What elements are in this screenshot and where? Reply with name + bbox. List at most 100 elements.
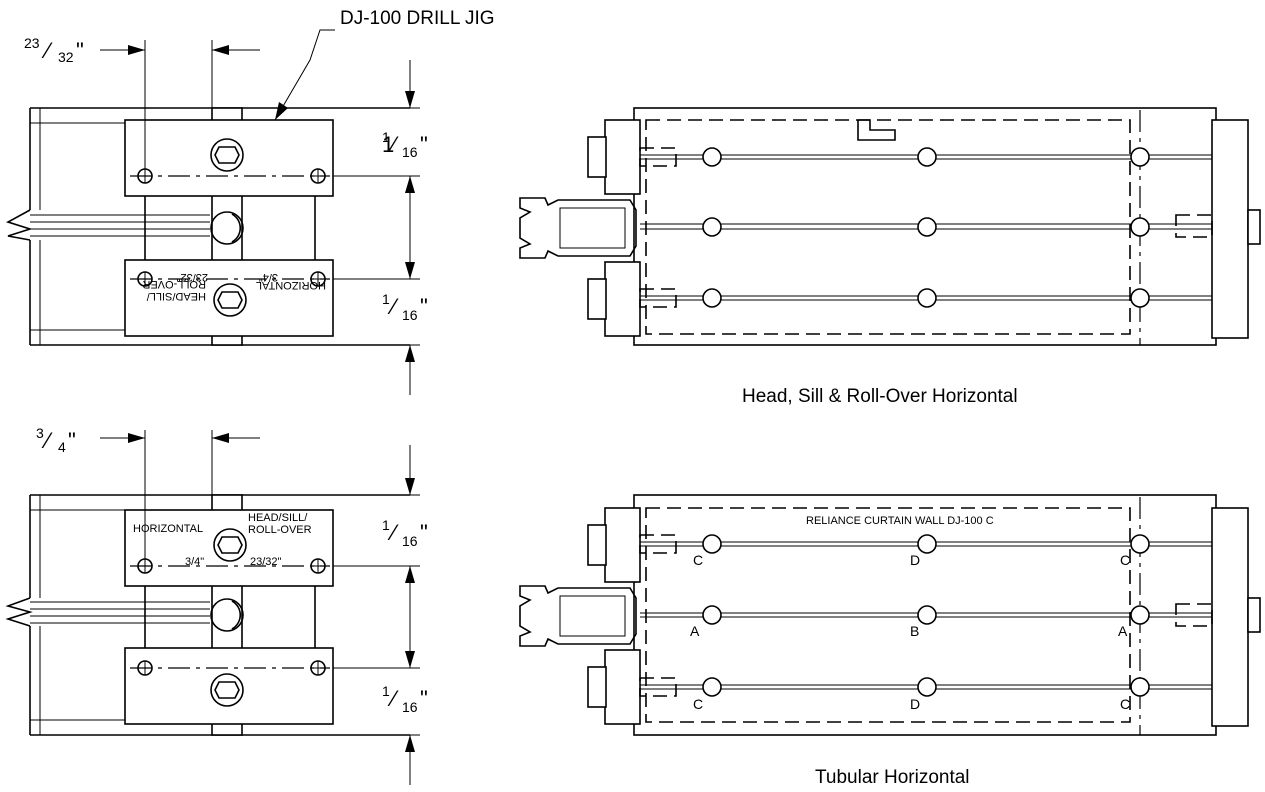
drill-hole-icon xyxy=(917,217,937,237)
drill-hole-icon xyxy=(917,605,937,625)
top-right-plan-view: Head, Sill & Roll-Over Horizontal xyxy=(519,107,1261,407)
dim-bottom-offset: 3 ⁄ 4 " xyxy=(36,425,76,455)
jig-plate-upper xyxy=(124,509,334,587)
arrow-down-icon xyxy=(405,262,415,279)
drill-hole-icon xyxy=(917,288,937,308)
bolt-side-arc xyxy=(231,213,241,243)
anchor-block-top xyxy=(604,119,641,195)
drill-hole-icon xyxy=(917,677,937,697)
arrow-down-icon xyxy=(405,91,415,108)
stamp-reliance: RELIANCE CURTAIN WALL DJ-100 C xyxy=(806,515,994,527)
end-cap xyxy=(1211,507,1249,727)
bolt-side-arc xyxy=(231,600,241,630)
drill-hole-icon xyxy=(702,677,722,697)
hole-letter: B xyxy=(910,623,919,639)
dim-num: 3 xyxy=(36,425,44,441)
end-cap-tab xyxy=(1247,209,1261,245)
hex-bolt-icon xyxy=(217,536,243,554)
caption-tubular: Tubular Horizontal xyxy=(815,767,970,788)
dim-unit: " xyxy=(420,132,428,157)
dim-height-a: 1 1 ⁄ 16 " xyxy=(382,129,428,160)
arrow-down-icon xyxy=(405,478,415,495)
end-cap-slot xyxy=(1175,214,1213,238)
extrusion-fin xyxy=(5,209,33,241)
dim-den: 4 xyxy=(58,439,66,455)
bolt-head-icon xyxy=(213,528,247,562)
arrow-up-icon xyxy=(405,345,415,362)
mullion-profile xyxy=(519,197,637,259)
plate-mark-roll-over: ROLL-OVER xyxy=(248,524,312,536)
extrusion-fin xyxy=(5,597,33,627)
bolt-head-icon xyxy=(210,673,244,707)
dim-den: 16 xyxy=(402,699,418,715)
arrow-up-icon xyxy=(405,566,415,583)
jig-outline-dashed xyxy=(645,119,1131,335)
mullion-tube xyxy=(559,207,626,249)
jig-callout-leader xyxy=(274,29,335,121)
arrow-up-icon xyxy=(405,735,415,752)
drill-hole-icon xyxy=(1130,677,1150,697)
hole-letter: C xyxy=(1120,696,1130,712)
plate-mark-head-sill: HEAD/SILL/ xyxy=(248,512,308,524)
plate-mark-right: 23/32" xyxy=(250,556,282,568)
end-cap-slot xyxy=(1175,603,1213,627)
plate-mark-left: 3/4" xyxy=(259,271,278,283)
hole-letter: A xyxy=(690,623,700,639)
dim-unit: " xyxy=(68,428,76,453)
mullion-tube xyxy=(559,595,626,637)
arrow-right-icon xyxy=(128,45,145,55)
plate-mark-head-sill: HEAD/SILL/ xyxy=(146,290,206,302)
jig-callout-label: DJ-100 DRILL JIG xyxy=(340,8,495,29)
arrow-callout-icon xyxy=(275,102,288,120)
dim-den: 16 xyxy=(402,307,418,323)
dim-unit: " xyxy=(420,686,428,711)
dim-unit: " xyxy=(76,38,84,63)
anchor-block-top xyxy=(604,507,641,583)
drill-hole-icon xyxy=(1130,605,1150,625)
top-left-side-view: HORIZONTAL HEAD/SILL/ ROLL-OVER 3/4" 23/… xyxy=(5,8,495,395)
hole-letter: C xyxy=(693,552,703,568)
dim-num: 1 xyxy=(382,291,390,307)
hex-bolt-icon xyxy=(217,291,243,309)
hole-letter: D xyxy=(910,696,920,712)
rod-sleeve-top xyxy=(639,147,677,167)
end-cap xyxy=(1211,119,1249,339)
rod-sleeve-bottom xyxy=(639,677,677,697)
plate-mark-horizontal: HORIZONTAL xyxy=(256,279,326,291)
drill-hole-icon xyxy=(702,605,722,625)
jig-plate-lower xyxy=(124,259,334,337)
anchor-tab-bottom xyxy=(587,278,607,320)
dim-den: 32 xyxy=(58,49,74,65)
drill-hole-icon xyxy=(702,217,722,237)
hex-bolt-icon xyxy=(214,681,240,699)
drill-hole-icon xyxy=(1130,217,1150,237)
bottom-right-plan-view: RELIANCE CURTAIN WALL DJ-100 C C D C A B… xyxy=(519,494,1261,788)
drill-hole-icon xyxy=(1130,147,1150,167)
dim-den: 16 xyxy=(402,533,418,549)
mullion-profile xyxy=(519,585,637,647)
arrow-right-icon xyxy=(128,433,145,443)
arrow-left-icon xyxy=(212,433,229,443)
bolt-side-icon xyxy=(210,211,244,245)
dim-unit: " xyxy=(420,294,428,319)
plate-mark-left: 3/4" xyxy=(185,556,204,568)
drill-hole-icon xyxy=(702,288,722,308)
bolt-side-icon xyxy=(210,598,244,632)
dim-slash: ⁄ xyxy=(41,38,53,63)
hole-letter: C xyxy=(693,696,703,712)
drill-hole-icon xyxy=(702,147,722,167)
dim-whole: 1 xyxy=(382,132,394,157)
dim-den: 16 xyxy=(402,144,418,160)
plate-mark-right: 23/32" xyxy=(176,271,208,283)
anchor-tab-top xyxy=(587,136,607,178)
dim-height-b: 1 ⁄ 16 " xyxy=(382,291,428,323)
dim-top-offset: 23 ⁄ 32 " xyxy=(24,35,84,65)
clip-detail xyxy=(857,119,896,141)
plate-mark-roll-over: ROLL-OVER xyxy=(142,278,206,290)
bottom-left-side-view: HORIZONTAL HEAD/SILL/ ROLL-OVER 3/4" 23/… xyxy=(5,425,428,785)
anchor-block-bottom xyxy=(604,261,641,337)
rod-sleeve-top xyxy=(639,534,677,554)
end-cap-tab xyxy=(1247,597,1261,633)
